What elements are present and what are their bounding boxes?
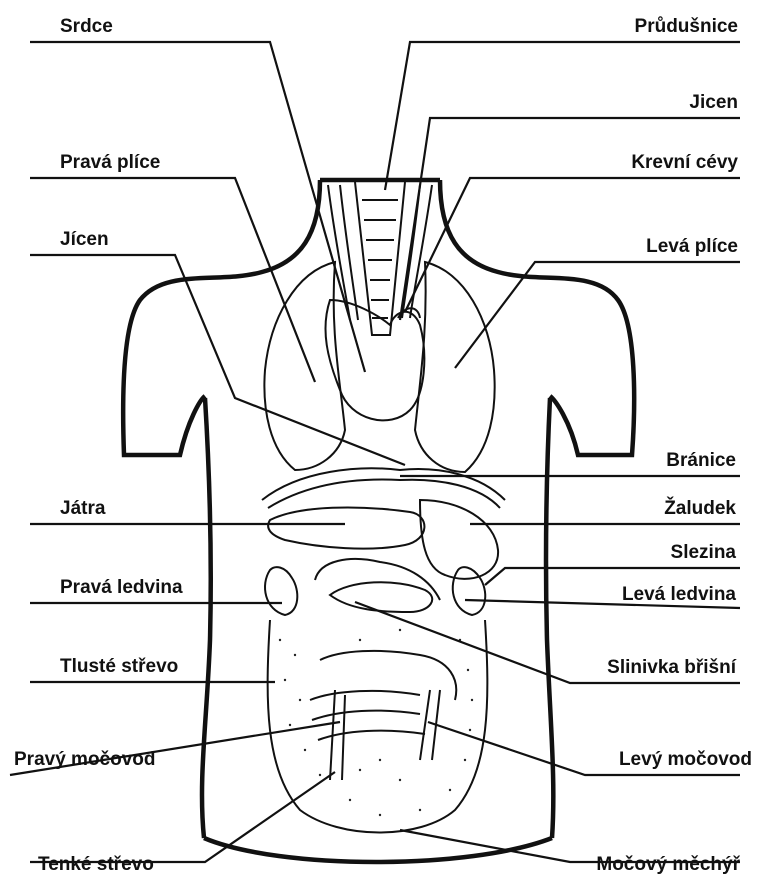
label-tenke-strevo: Tenké střevo — [38, 854, 154, 875]
leader-leva-plice — [455, 262, 740, 368]
label-pravy-mocovod: Pravý močovod — [14, 749, 156, 770]
label-slinivka-brisni: Slinivka břišní — [607, 657, 737, 678]
label-tluste-strevo: Tlusté střevo — [60, 656, 178, 677]
leader-srdce — [30, 42, 365, 372]
label-prava-plice: Pravá plíce — [60, 152, 160, 173]
label-srdce: Srdce — [60, 16, 113, 37]
label-zaludek: Žaludek — [664, 497, 736, 519]
label-levy-mocovod: Levý močovod — [619, 749, 752, 770]
intestine-stipple — [279, 629, 473, 816]
bladder — [268, 620, 488, 833]
label-jatra: Játra — [60, 498, 106, 519]
label-prudusnice: Průdušnice — [635, 16, 738, 37]
label-jicen-right: Jicen — [689, 92, 738, 113]
label-krevni-cevy: Krevní cévy — [631, 152, 738, 173]
trachea — [355, 182, 405, 335]
torso-outline — [123, 180, 634, 862]
label-jicen-left: Jícen — [60, 229, 109, 250]
lungs — [264, 262, 494, 472]
label-leva-ledvina: Levá ledvina — [622, 584, 736, 605]
diaphragm — [262, 468, 505, 508]
pancreas-intestines — [310, 559, 456, 780]
label-leva-plice: Levá plíce — [646, 236, 738, 257]
leader-slezina — [485, 568, 740, 585]
leader-tenke-strevo — [30, 772, 335, 862]
label-prava-ledvina: Pravá ledvina — [60, 577, 183, 598]
label-slezina: Slezina — [671, 542, 737, 563]
label-mocovy-mechyr: Močový měchýř — [596, 854, 740, 875]
kidneys — [265, 567, 485, 615]
leader-jicen-left — [30, 255, 405, 465]
label-branice: Bránice — [666, 450, 736, 471]
